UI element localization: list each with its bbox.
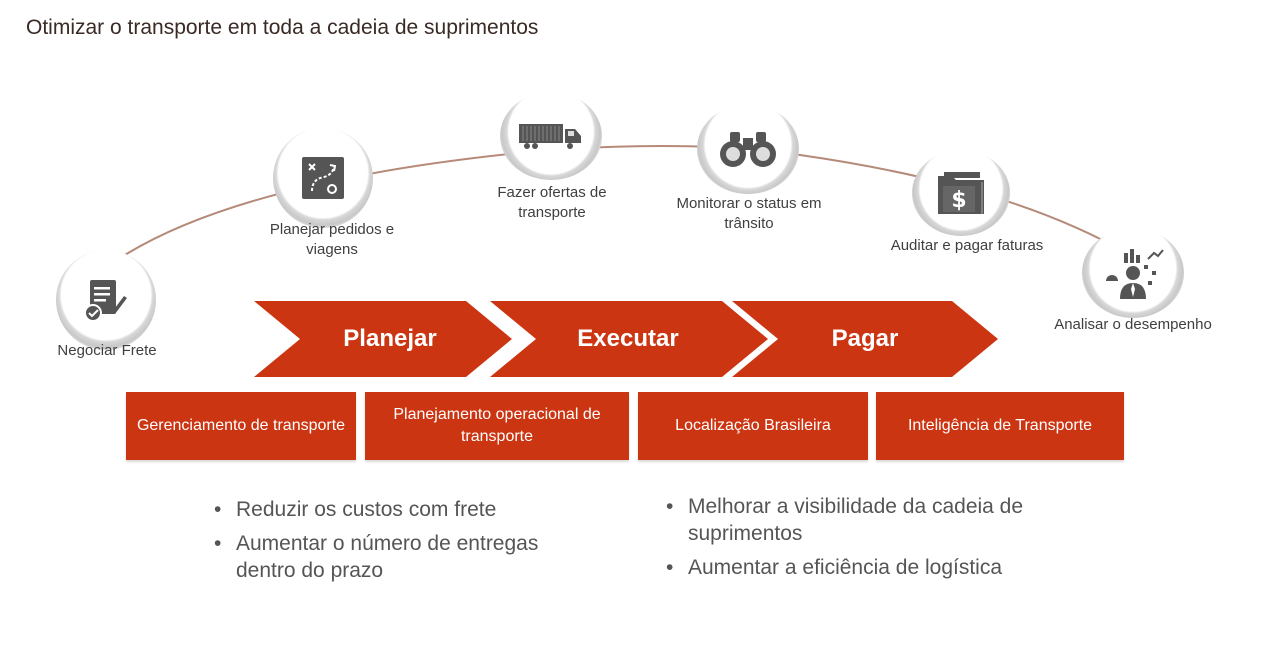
strategy-board-icon bbox=[302, 157, 344, 199]
phase-label: Pagar bbox=[831, 325, 899, 352]
svg-text:$: $ bbox=[951, 188, 966, 213]
benefit-item: Aumentar o número de entregas dentro do … bbox=[212, 530, 602, 584]
truck-icon bbox=[519, 124, 581, 149]
binoculars-icon bbox=[720, 132, 776, 167]
invoice-folder-icon: $ bbox=[938, 172, 984, 214]
step-circle-analisar bbox=[1082, 228, 1184, 318]
benefit-item: Reduzir os custos com frete bbox=[212, 496, 602, 523]
benefit-item: Melhorar a visibilidade da cadeia de sup… bbox=[664, 493, 1064, 547]
step-label-monitorar: Monitorar o status em trânsito bbox=[676, 195, 822, 232]
analyst-icon bbox=[1106, 249, 1164, 299]
page-title: Otimizar o transporte em toda a cadeia d… bbox=[26, 16, 539, 39]
phase-executar: Executar bbox=[490, 301, 768, 377]
module-inteligencia: Inteligência de Transporte bbox=[876, 392, 1124, 460]
benefits-left-list: Reduzir os custos com frete Aumentar o n… bbox=[212, 496, 602, 591]
module-label: Localização Brasileira bbox=[675, 417, 831, 434]
module-localizacao: Localização Brasileira bbox=[638, 392, 868, 460]
phase-label: Planejar bbox=[343, 325, 437, 352]
step-circle-auditar: $ bbox=[912, 150, 1010, 236]
phase-label: Executar bbox=[577, 325, 679, 352]
module-label: Gerenciamento de transporte bbox=[136, 417, 346, 434]
module-label: Inteligência de Transporte bbox=[907, 417, 1093, 434]
step-circle-monitorar bbox=[697, 104, 799, 194]
module-gerenciamento: Gerenciamento de transporte bbox=[126, 392, 356, 460]
step-circle-negociar bbox=[56, 250, 156, 350]
step-circle-planejar bbox=[273, 128, 373, 228]
step-label-auditar: Auditar e pagar faturas bbox=[890, 237, 1044, 254]
module-label: Planejamento operacional de transporte bbox=[393, 406, 601, 445]
step-label-negociar: Negociar Frete bbox=[57, 342, 157, 359]
benefits-right-list: Melhorar a visibilidade da cadeia de sup… bbox=[664, 493, 1064, 588]
benefit-item: Aumentar a eficiência de logística bbox=[664, 554, 1064, 581]
contract-sign-icon bbox=[84, 280, 127, 322]
step-circle-ofertas bbox=[500, 92, 602, 180]
step-label-analisar: Analisar o desempenho bbox=[1054, 316, 1212, 333]
step-label-ofertas: Fazer ofertas de transporte bbox=[497, 184, 607, 221]
module-planejamento: Planejamento operacional de transporte bbox=[365, 392, 629, 460]
step-label-planejar: Planejar pedidos e viagens bbox=[269, 221, 395, 258]
